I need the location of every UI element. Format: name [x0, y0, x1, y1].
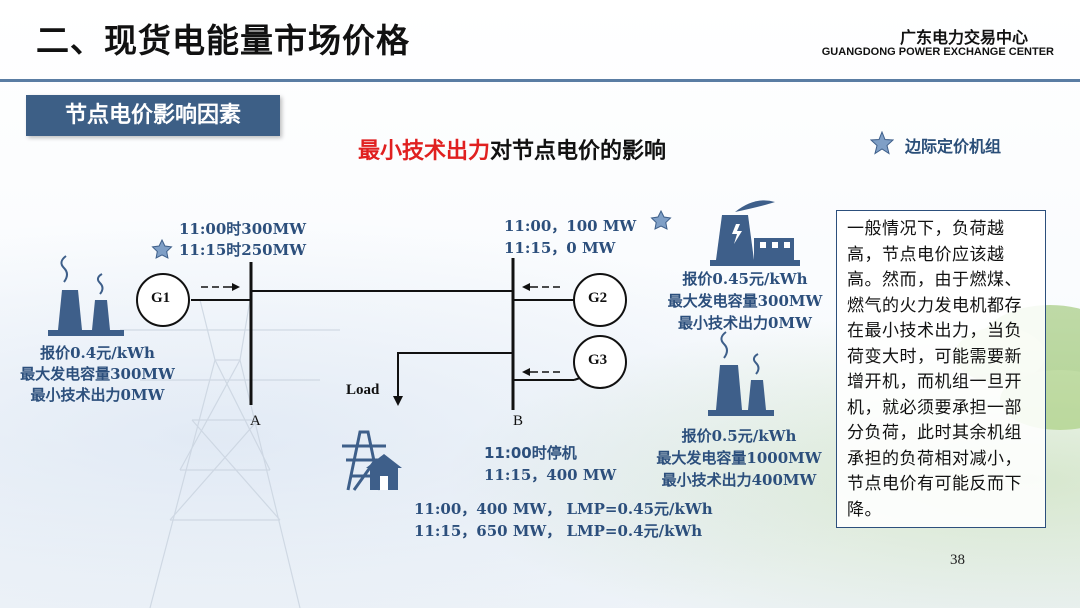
node-a-label: A — [250, 413, 261, 429]
g1-min-output: 最小技术出力0MW — [30, 386, 165, 404]
g2-price: 报价0.45元/kWh — [682, 270, 808, 288]
g3-capacity: 最大发电容量1000MW — [656, 449, 822, 467]
g1-generator — [136, 273, 190, 327]
org-name-en: GUANGDONG POWER EXCHANGE CENTER — [821, 46, 1054, 58]
load-label: Load — [346, 382, 380, 398]
description-box: 一般情况下，负荷越高，节点电价应该越高。然而，由于燃煤、燃气的火力发电机都存在最… — [836, 210, 1046, 528]
power-plant-icon — [708, 331, 774, 416]
load-info-1100: 11:00，400 MW， LMP=0.45元/kWh — [414, 500, 713, 518]
load-arrow-icon — [393, 396, 403, 406]
g2-label: G2 — [588, 290, 608, 306]
load-line — [397, 352, 513, 398]
g3-price: 报价0.5元/kWh — [681, 427, 797, 445]
house-icon — [366, 454, 402, 490]
g1-dispatch-1115: 11:15时250MW — [179, 241, 307, 259]
page-title: 二、现货电能量市场价格 — [36, 21, 410, 60]
g2-dispatch-1115: 11:15，0 MW — [504, 239, 616, 257]
background-tower-icon — [120, 299, 340, 608]
flow-arrow-g1 — [201, 283, 240, 291]
legend-label: 边际定价机组 — [905, 137, 1002, 156]
heading-highlight: 最小技术出力 — [358, 139, 491, 164]
section-tag: 节点电价影响因素 — [26, 95, 280, 136]
page-number: 38 — [950, 552, 965, 568]
g3-generator — [573, 335, 627, 389]
flow-arrow-g2 — [522, 283, 560, 291]
g3-min-output: 最小技术出力400MW — [661, 471, 817, 489]
power-plant-icon — [710, 200, 800, 266]
g1-label: G1 — [151, 290, 171, 306]
star-icon — [870, 131, 894, 155]
g3-label: G3 — [588, 352, 608, 368]
g2-capacity: 最大发电容量300MW — [667, 292, 823, 310]
g1-capacity: 最大发电容量300MW — [20, 365, 175, 383]
diagram-heading: 最小技术出力对节点电价的影响 — [358, 133, 666, 165]
power-plant-icon — [48, 255, 124, 336]
heading-rest: 对节点电价的影响 — [490, 139, 667, 164]
substation-icon — [342, 430, 386, 491]
header-divider — [0, 79, 1080, 82]
g2-generator — [573, 273, 627, 327]
g1-dispatch-1100: 11:00时300MW — [179, 220, 307, 238]
g3-dispatch-1115: 11:15，400 MW — [484, 466, 617, 484]
marginal-star-icon — [650, 209, 672, 230]
g2-min-output: 最小技术出力0MW — [678, 314, 812, 332]
g2-dispatch-1100: 11:00，100 MW — [504, 217, 637, 235]
g3-dispatch-1100: 11:00时停机 — [484, 444, 577, 462]
g1-price: 报价0.4元/kWh — [40, 344, 155, 362]
org-name-cn: 广东电力交易中心 — [899, 28, 1028, 47]
node-b-label: B — [513, 413, 524, 429]
marginal-star-icon — [151, 238, 173, 259]
flow-arrow-g3 — [522, 368, 560, 376]
load-info-1115: 11:15，650 MW， LMP=0.4元/kWh — [414, 522, 703, 540]
